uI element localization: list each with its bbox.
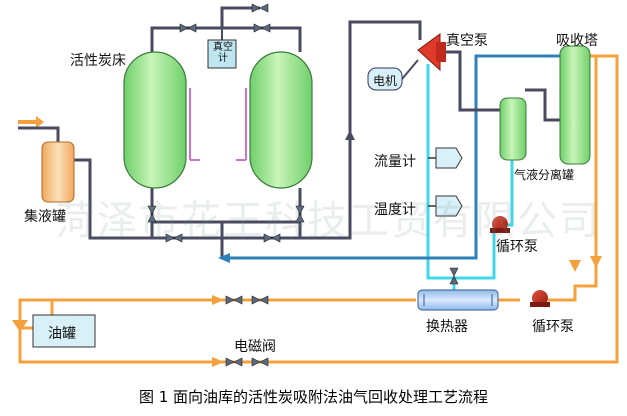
thermometer-label: 温度计 xyxy=(374,202,416,218)
oil-lines xyxy=(18,54,619,364)
valve-top-left xyxy=(179,23,197,33)
valve-top-right xyxy=(253,23,271,33)
cyan-lines xyxy=(426,64,514,300)
valve-oil-1 xyxy=(225,295,243,305)
oil-tank xyxy=(32,314,96,348)
gas-liquid-separator xyxy=(499,97,527,161)
valve-solenoid-1 xyxy=(225,357,243,367)
valve-top-vent xyxy=(251,3,269,13)
carbon-bed-left xyxy=(123,51,200,189)
thermometer xyxy=(428,195,463,217)
carbon-bed-label: 活性炭床 xyxy=(70,53,126,69)
circulation-pump-upper xyxy=(490,216,510,233)
figure-caption: 图 1 面向油库的活性炭吸附法油气回收处理工艺流程 xyxy=(138,388,489,406)
collection-tank xyxy=(41,141,75,203)
vacuum-gauge-label: 真空计 xyxy=(213,42,233,64)
carbon-bed-right xyxy=(236,51,313,189)
circulation-pump-upper-label: 循环泵 xyxy=(496,239,538,255)
blue-lines xyxy=(222,54,560,260)
motor xyxy=(367,59,419,91)
valve-oil-2 xyxy=(251,295,269,305)
motor-label: 电机 xyxy=(373,74,398,88)
vacuum-pump xyxy=(417,33,446,72)
watermark: 菏泽市花王科技工贸有限公司 xyxy=(55,198,601,244)
valve-bottom-left-2 xyxy=(165,233,183,243)
circulation-pump-lower-label: 循环泵 xyxy=(532,319,574,335)
valve-bottom-right-2 xyxy=(263,233,281,243)
heat-exchanger-label: 换热器 xyxy=(426,319,468,335)
flowmeter-label: 流量计 xyxy=(374,154,416,170)
valve-bottom-right xyxy=(295,205,305,223)
collection-tank-label: 集液罐 xyxy=(24,209,66,225)
solenoid-valve-label: 电磁阀 xyxy=(234,339,276,355)
valve-solenoid-2 xyxy=(251,357,269,367)
vacuum-pump-label: 真空泵 xyxy=(446,33,488,49)
valve-bottom-left xyxy=(147,205,157,223)
heat-exchanger xyxy=(417,289,499,311)
vacuum-gauge xyxy=(207,28,237,69)
separator-label: 气液分离罐 xyxy=(514,168,575,182)
gas-lines xyxy=(58,6,560,258)
absorption-tower-label: 吸收塔 xyxy=(556,33,598,49)
flowmeter xyxy=(428,147,463,169)
valve-cyan xyxy=(449,267,459,285)
absorption-tower xyxy=(559,45,591,165)
flow-arrows xyxy=(12,130,602,367)
circulation-pump-lower xyxy=(530,290,550,307)
oil-tank-label: 油罐 xyxy=(48,326,76,342)
valves xyxy=(147,3,459,367)
